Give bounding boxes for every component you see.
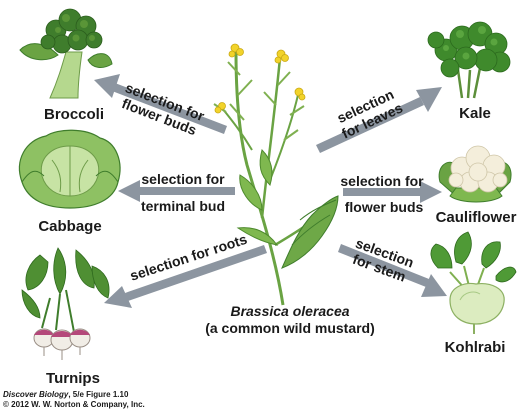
cabbage-illustration	[19, 130, 119, 208]
label-turnips: Turnips	[46, 370, 100, 387]
label-cabbage: Cabbage	[38, 218, 101, 235]
credit-figure-number: , 5/e Figure 1.10	[68, 390, 129, 399]
selection-cabbage-line1: selection for	[141, 171, 225, 187]
label-kale: Kale	[459, 105, 491, 122]
turnips-illustration	[22, 248, 109, 360]
figure-credit-line2: © 2012 W. W. Norton & Company, Inc.	[3, 400, 145, 409]
wild-mustard-common-name: (a common wild mustard)	[205, 320, 375, 336]
label-kohlrabi: Kohlrabi	[445, 339, 506, 356]
label-broccoli: Broccoli	[44, 106, 104, 123]
selection-cauliflower-line2: flower buds	[345, 199, 424, 215]
cauliflower-illustration	[439, 146, 511, 202]
wild-mustard-illustration	[214, 44, 338, 305]
credit-book-title: Discover Biology	[3, 390, 69, 399]
selection-cauliflower-line1: selection for	[340, 173, 424, 189]
kohlrabi-illustration	[431, 232, 516, 334]
label-cauliflower: Cauliflower	[436, 209, 517, 226]
figure-credit-line1: Discover Biology, 5/e Figure 1.10	[3, 390, 129, 399]
wild-mustard-scientific-name: Brassica oleracea	[230, 303, 349, 319]
selection-cabbage-line2: terminal bud	[141, 198, 225, 214]
kale-illustration	[428, 22, 510, 98]
broccoli-illustration	[20, 9, 112, 98]
